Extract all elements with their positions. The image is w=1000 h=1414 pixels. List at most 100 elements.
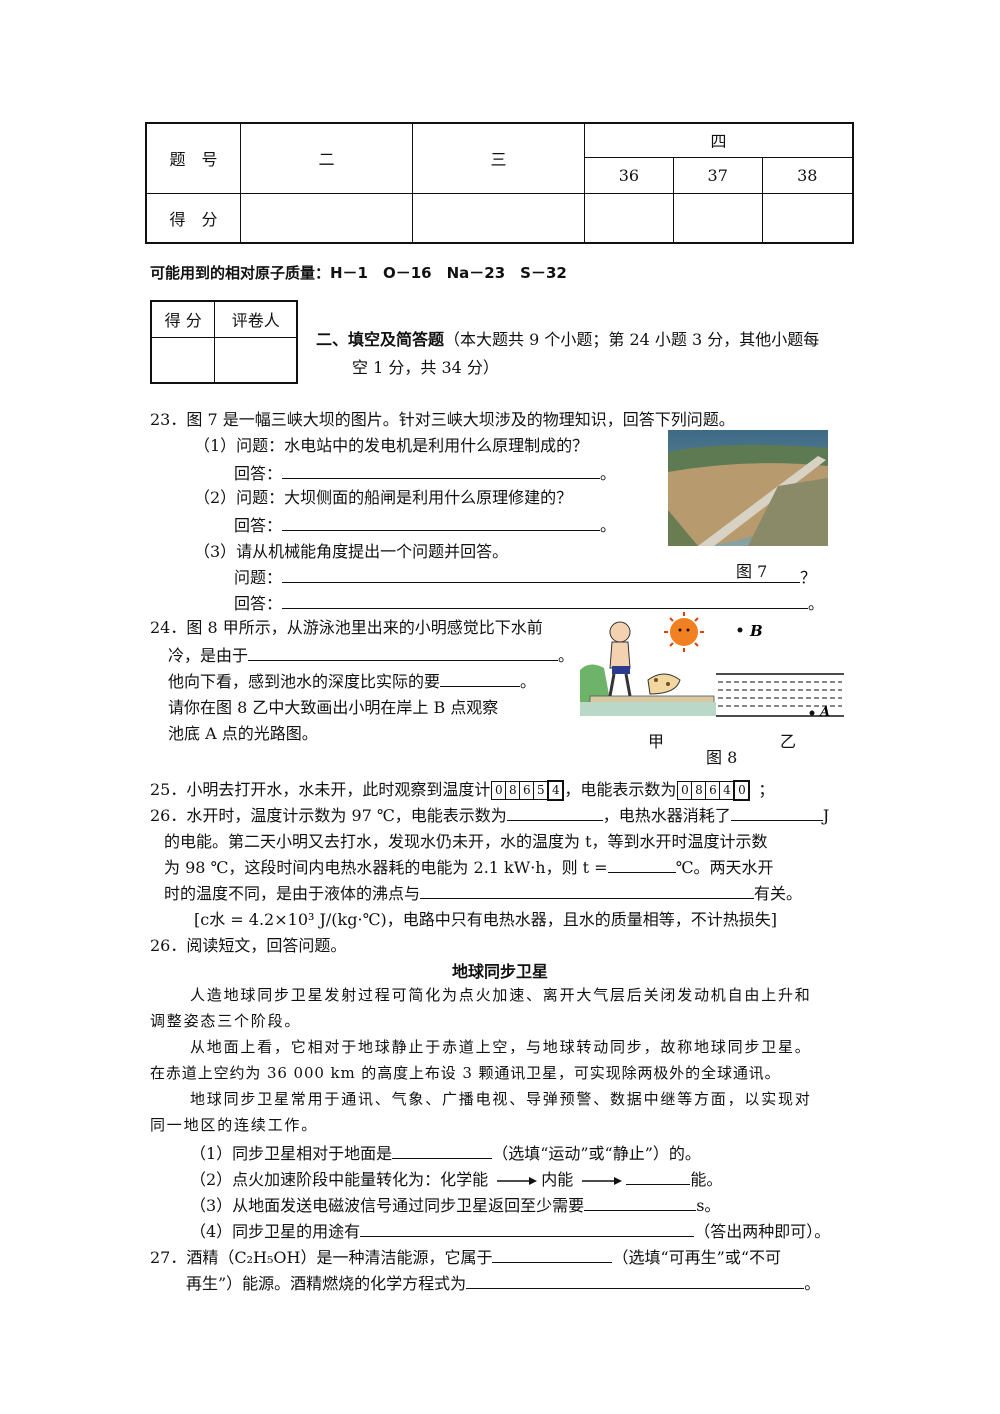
three-gorges-dam-photo [668,430,828,546]
q26b-text: （1）同步卫星相对于地面是 [190,1144,393,1163]
q24-depth-blank[interactable] [440,670,521,687]
punct: 。 [600,516,617,535]
q26a-unit: J [822,806,830,825]
digit: 5 [533,781,549,800]
q23-a1-blank[interactable] [282,462,601,479]
swimmer-illustration [580,612,716,716]
grader-name-cell[interactable] [214,336,298,384]
digit: 4 [719,781,735,800]
answer-label: 回答： [234,516,283,535]
fig8-yi-label: 乙 [780,732,797,751]
section2-desc-2: 空 1 分，共 34 分） [352,358,499,377]
digit: 8 [691,781,707,800]
punct: 。 [600,464,617,483]
q26b-text: s。 [696,1196,721,1215]
q23-a2-blank[interactable] [282,514,601,531]
q26b-q2: （2）点火加速阶段中能量转化为：化学能 内能 能。 [190,1166,722,1190]
punct: 。 [808,594,825,613]
q26b-text: 能。 [690,1170,723,1189]
score-table-sub-36: 36 [584,156,674,194]
q26b-text: （3）从地面发送电磁波信号通过同步卫星返回至少需要 [190,1196,585,1215]
q26b-stem: 26．阅读短文，回答问题。 [150,936,347,955]
grader-score-cell[interactable] [150,336,216,384]
answer-label: 回答： [234,464,283,483]
digit: 4 [547,780,565,801]
q26a-boiling-blank[interactable] [420,882,755,899]
q26a-line3: 为 98 ℃，这段时间内电热水器耗的电能为 2.1 kW·h，则 t = ℃。两天… [164,854,774,878]
pool-diagram: B A [716,622,844,720]
q23-q3-question-blank[interactable] [282,566,801,583]
q23-a2: 回答： 。 [234,512,616,536]
q24-line5: 池底 A 点的光路图。 [168,724,318,743]
article-p3a: 地球同步卫星常用于通讯、气象、广播电视、导弹预警、数据中继等方面，以实现对 [190,1090,812,1108]
article-p2b: 在赤道上空约为 36 000 km 的高度上布设 3 颗通讯卫星，可实现除两极外… [150,1064,781,1082]
q26b-q1: （1）同步卫星相对于地面是 （选填“运动”或“静止”）的。 [190,1140,701,1164]
q26a-temp-blank[interactable] [607,856,676,873]
q26a-text: 为 98 ℃，这段时间内电热水器耗的电能为 2.1 kW·h，则 t = [164,858,608,877]
q26b-text: （4）同步卫星的用途有 [190,1222,361,1241]
score-table-header-label: 题 号 [145,122,241,194]
q26a-text: ，电热水器消耗了 [602,806,731,825]
article-p3b: 同一地区的连续工作。 [150,1116,319,1134]
article-p1a: 人造地球同步卫星发射过程可简化为点火加速、离开大气层后关闭发动机自由上升和 [190,986,812,1004]
digit: 0 [491,781,507,800]
q26b-text: （选填“运动”或“静止”）的。 [492,1144,701,1163]
score-table-col-3: 三 [412,122,585,194]
fig7-caption: 图 7 [736,562,768,581]
q26b-q4: （4）同步卫星的用途有（答出两种即可）。 [190,1218,830,1242]
q26a-meter-blank[interactable] [506,804,603,821]
fig8-caption: 图 8 [706,748,738,767]
q26b-q2-blank[interactable] [626,1168,691,1185]
score-table-col-2: 二 [240,122,413,194]
q26a-text: 时的温度不同，是由于液体的沸点与 [164,884,421,903]
q27-equation-blank[interactable] [466,1272,805,1289]
score-table-score-label: 得 分 [145,192,241,244]
digit: 0 [733,780,751,801]
score-cell[interactable] [412,192,585,244]
q27-text: 。 [804,1274,821,1293]
fig8-jia-label: 甲 [648,732,665,751]
grader-score-label: 得 分 [150,300,216,338]
digit: 0 [677,781,693,800]
score-cell[interactable] [761,192,854,244]
punct: 。 [558,646,575,665]
q26b-text: （2）点火加速阶段中能量转化为：化学能 [190,1170,489,1189]
score-cell[interactable] [584,192,674,244]
digit: 6 [519,781,535,800]
q23-q3-answer-blank[interactable] [282,592,809,609]
q23-q2: （2）问题：大坝侧面的船闸是利用什么原理修建的？ [194,488,573,507]
q26a-energy-blank[interactable] [730,804,823,821]
q26b-q3-blank[interactable] [584,1194,697,1211]
q26b-q1-blank[interactable] [392,1142,493,1159]
q27-text: 再生”）能源。酒精燃烧的化学方程式为 [186,1274,467,1293]
q24-text: 他向下看，感到池水的深度比实际的要 [168,672,441,691]
punct: 。 [520,672,537,691]
score-table-sub-37: 37 [672,156,763,194]
arrow-right-icon [582,1176,623,1185]
q24-text: 冷，是由于 [168,646,249,665]
score-cell[interactable] [240,192,413,244]
section2-desc: （本大题共 9 个小题；第 24 小题 3 分，其他小题每 [444,330,820,349]
q25-text: 25．小明去打开水，水未开，此时观察到温度计 [150,780,491,799]
q26a-text: ℃。两天水开 [675,858,774,877]
punct: ？ [800,568,817,587]
q23-q3-answer: 回答： 。 [234,590,824,614]
question-label: 问题： [234,568,283,587]
q24-reason-blank[interactable] [248,644,559,661]
grader-box: 得 分 评卷人 [150,300,298,384]
score-table: 题 号 二 三 四 36 37 38 得 分 [145,122,854,244]
q26a-line4: 时的温度不同，是由于液体的沸点与有关。 [164,880,802,904]
q27-energy-blank[interactable] [492,1246,613,1263]
point-b-label: B [749,622,763,640]
q26a-line5: [c水 = 4.2×10³ J/(kg·℃)，电路中只有电热水器，且水的质量相等… [194,910,777,929]
q23-q3: （3）请从机械能角度提出一个问题并回答。 [194,542,509,561]
q26b-q4-blank[interactable] [360,1220,695,1237]
answer-label: 回答： [234,594,283,613]
score-table-sub-38: 38 [761,156,854,194]
q24-line4: 请你在图 8 乙中大致画出小明在岸上 B 点观察 [168,698,499,717]
score-cell[interactable] [672,192,763,244]
q27-line2: 再生”）能源。酒精燃烧的化学方程式为 。 [186,1270,820,1294]
